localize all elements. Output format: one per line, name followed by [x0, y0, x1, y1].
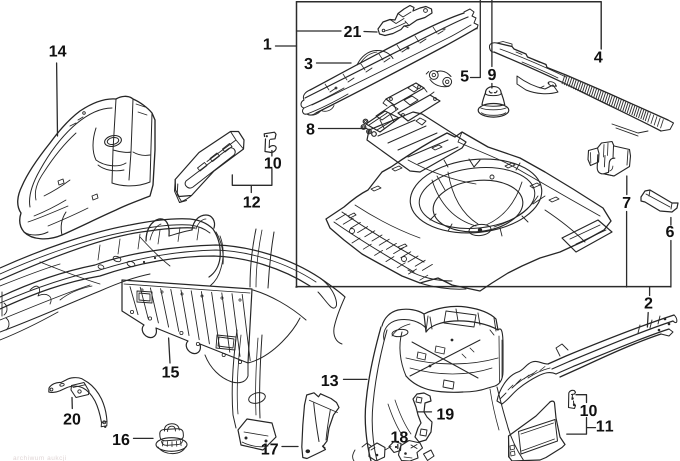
- svg-text:archiwum aukcji: archiwum aukcji: [13, 455, 67, 461]
